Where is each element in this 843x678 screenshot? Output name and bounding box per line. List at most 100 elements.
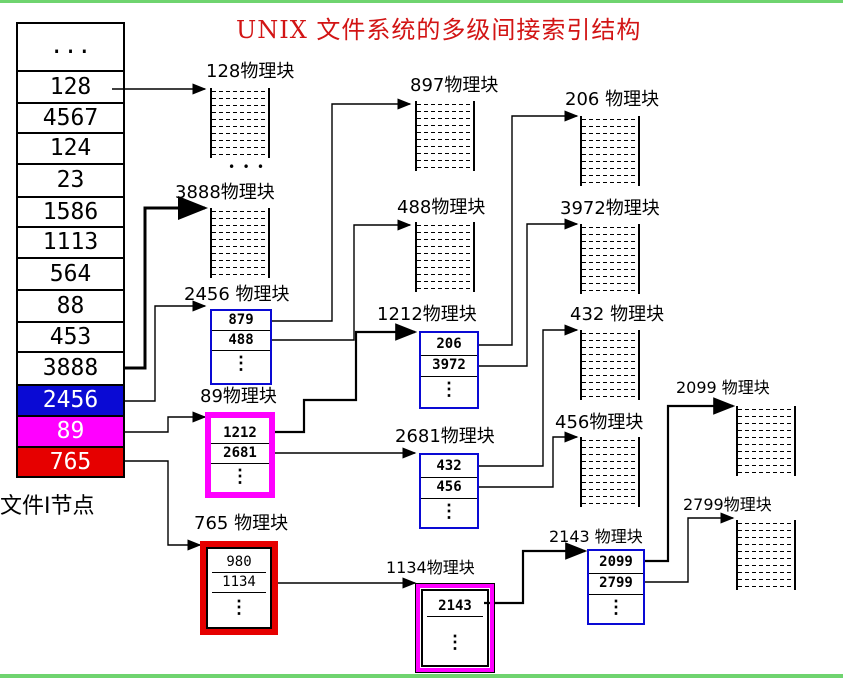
- arrow-2456: [125, 300, 207, 402]
- index-block-1134: 2143 ⋮: [416, 584, 494, 672]
- entry-2143: 2143: [427, 597, 483, 617]
- arrow-765: [125, 460, 202, 551]
- data-block-128: [210, 88, 270, 158]
- block-label-488: 488物理块: [397, 197, 486, 218]
- block-label-3888: 3888物理块: [175, 182, 275, 203]
- data-block-456: [580, 437, 640, 507]
- index-ellipsis: ⋮: [230, 597, 248, 617]
- block-label-1212: 1212物理块: [377, 304, 477, 325]
- inode-entry-value: 128: [49, 74, 92, 100]
- arrow-2143: [484, 542, 588, 605]
- inode-entry: 453: [16, 323, 125, 353]
- arrow-3888: [125, 196, 208, 370]
- inode-single-indirect: 2456: [42, 387, 99, 413]
- inode-single-indirect-cell: 2456: [16, 386, 125, 417]
- inode-double-indirect-cell: 89: [16, 417, 125, 448]
- inode-entry: 23: [16, 165, 125, 198]
- inode-entry: 88: [16, 291, 125, 323]
- data-block-2799: [736, 520, 796, 590]
- inode-entry: 564: [16, 259, 125, 291]
- entry-879: 879: [212, 311, 270, 331]
- inode-ellipsis-cell: ...: [16, 22, 125, 72]
- index-ellipsis: ⋮: [231, 466, 249, 486]
- block-label-897: 897物理块: [410, 75, 499, 96]
- inode-entry-value: 88: [56, 293, 85, 319]
- arrow-206: [477, 110, 579, 346]
- block-label-432: 432 物理块: [570, 304, 665, 325]
- inode-entry: 124: [16, 134, 125, 165]
- index-block-765: 980 1134 ⋮: [200, 541, 278, 635]
- entry-980: 980: [212, 553, 266, 573]
- data-block-488: [415, 222, 475, 292]
- inode-entry-value: 1586: [42, 199, 99, 225]
- index-ellipsis: ⋮: [607, 597, 625, 617]
- block-label-2681: 2681物理块: [395, 426, 495, 447]
- index-ellipsis: ⋮: [446, 632, 464, 652]
- index-block-2681: 432 456 ⋮: [419, 453, 479, 529]
- entry-456: 456: [421, 478, 477, 499]
- arrow-2799: [643, 512, 735, 583]
- index-block-2456: 879 488 ⋮: [210, 309, 272, 385]
- arrow-3972: [477, 218, 579, 367]
- block-label-765: 765 物理块: [194, 513, 289, 534]
- arrow-2099: [643, 397, 736, 563]
- arrow-456: [477, 431, 579, 488]
- entry-432: 432: [421, 457, 477, 478]
- inode-ellipsis: ...: [49, 33, 92, 59]
- entry-3972: 3972: [421, 356, 477, 377]
- arrow-432: [477, 324, 579, 467]
- inode-entry: 4567: [16, 104, 125, 134]
- entry-206: 206: [421, 335, 477, 356]
- dots-mark: • • •: [228, 160, 265, 174]
- entry-488: 488: [212, 331, 270, 351]
- index-ellipsis: ⋮: [440, 379, 458, 399]
- inode-entry-value: 4567: [42, 105, 99, 131]
- inode-entry: 1113: [16, 228, 125, 259]
- index-block-89: 1212 2681 ⋮: [205, 412, 275, 498]
- inode-entry-value: 23: [56, 167, 85, 193]
- inode-label: 文件I节点: [0, 494, 95, 519]
- data-block-897: [415, 101, 475, 171]
- data-block-2099: [736, 406, 796, 476]
- entry-2099: 2099: [589, 553, 643, 574]
- block-label-2456: 2456 物理块: [184, 284, 290, 305]
- arrow-1212: [271, 323, 418, 434]
- block-label-456: 456物理块: [555, 412, 644, 433]
- index-ellipsis: ⋮: [440, 501, 458, 521]
- data-block-3972: [580, 224, 640, 294]
- entry-1134: 1134: [212, 573, 266, 593]
- data-block-206: [580, 116, 640, 186]
- inode-entry-value: 1113: [42, 229, 99, 255]
- block-label-3972: 3972物理块: [560, 198, 660, 219]
- index-block-2143: 2099 2799 ⋮: [587, 549, 645, 625]
- entry-2681: 2681: [211, 444, 269, 464]
- arrow-488: [271, 219, 412, 341]
- entry-1212: 1212: [211, 424, 269, 444]
- block-label-2799: 2799物理块: [683, 495, 772, 514]
- data-block-432: [580, 330, 640, 400]
- inode-entry: 1586: [16, 198, 125, 228]
- block-label-89: 89物理块: [200, 386, 277, 407]
- inode-double-indirect: 89: [56, 418, 85, 444]
- block-label-2099: 2099 物理块: [676, 378, 770, 397]
- bottom-frame-line: [0, 674, 843, 678]
- top-frame-line: [0, 0, 843, 3]
- inode-entry-value: 453: [49, 324, 92, 350]
- block-label-2143: 2143 物理块: [549, 527, 643, 546]
- inode-triple-indirect: 765: [49, 449, 92, 475]
- index-block-1212: 206 3972 ⋮: [419, 331, 479, 409]
- arrow-879: [271, 98, 412, 322]
- data-block-3888: [210, 208, 270, 278]
- inode-entry-value: 124: [49, 135, 92, 161]
- inode-entry-value: 564: [49, 261, 92, 287]
- inode-entry: 3888: [16, 353, 125, 386]
- index-ellipsis: ⋮: [232, 353, 250, 373]
- entry-2799: 2799: [589, 574, 643, 595]
- inode-entry: 128: [16, 72, 125, 104]
- inode-triple-indirect-cell: 765: [16, 448, 125, 478]
- block-label-206: 206 物理块: [565, 89, 660, 110]
- diagram-title: UNIX 文件系统的多级间接索引结构: [236, 16, 642, 44]
- block-label-1134: 1134物理块: [386, 558, 475, 577]
